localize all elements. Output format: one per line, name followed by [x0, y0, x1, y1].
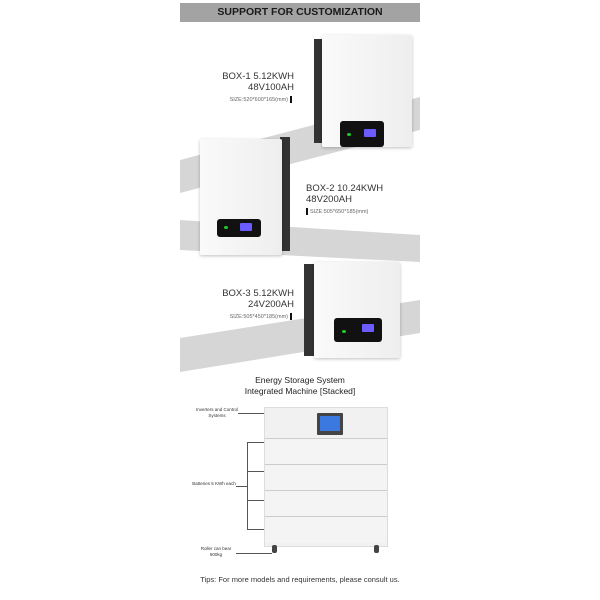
stacked-title: Energy Storage System Integrated Machine…: [180, 375, 420, 397]
roller-icon: [272, 545, 277, 553]
box-3-size: SIZE:505*450*185(mm): [229, 314, 288, 320]
box-3-spec: BOX-3 5.12KWH 24V200AH SIZE:505*450*185(…: [200, 288, 294, 323]
box-1-size: SIZE:520*600*165(mm): [229, 97, 288, 103]
box-2-spec: BOX-2 10.24KWH 48V200AH SIZE:505*650*185…: [306, 183, 416, 218]
box-2-size: SIZE:505*650*185(mm): [310, 209, 369, 215]
box-2-voltage: 48V200AH: [306, 194, 352, 205]
stacked-title-line1: Energy Storage System: [255, 375, 345, 385]
stacked-machine-image: [264, 407, 388, 547]
box-3-image: [304, 262, 400, 358]
roller-icon: [374, 545, 379, 553]
box-2-image: [200, 137, 290, 255]
label-batteries: Batteries 5 KWh each: [192, 481, 236, 486]
box-1-voltage: 48V100AH: [248, 82, 294, 93]
stacked-title-line2: Integrated Machine [Stacked]: [244, 386, 356, 396]
box-2-name: BOX-2 10.24KWH: [306, 183, 384, 194]
tips-text: Tips: For more models and requirements, …: [200, 575, 400, 584]
box-1-spec: BOX-1 5.12KWH 48V100AH SIZE:520*600*165(…: [190, 71, 294, 106]
label-inverter: Inverters and Control Systems: [195, 407, 239, 418]
section-header: SUPPORT FOR CUSTOMIZATION: [180, 3, 420, 22]
label-roller: Roller can bear 500kg: [200, 546, 232, 557]
box-3-name: BOX-3 5.12KWH: [222, 288, 294, 299]
box-1-image: [314, 35, 412, 147]
box-1-name: BOX-1 5.12KWH: [222, 71, 294, 82]
box-3-voltage: 24V200AH: [248, 299, 294, 310]
